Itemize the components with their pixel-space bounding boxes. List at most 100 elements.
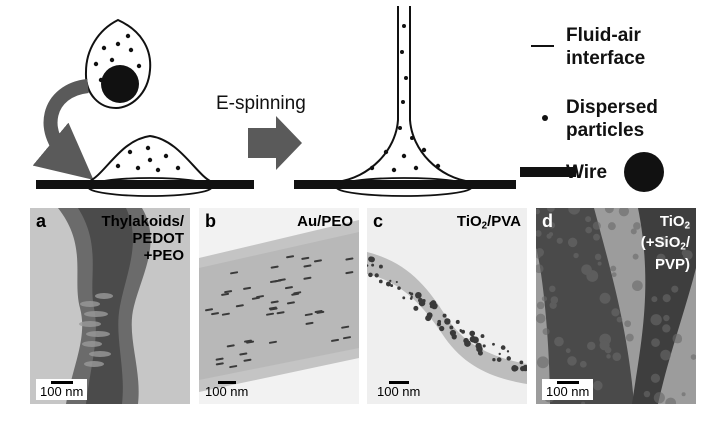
- fiber-texture: [660, 349, 671, 361]
- droplet-zoom: [84, 18, 152, 110]
- tio2-particle: [444, 318, 451, 325]
- au-nanorod: [316, 310, 325, 314]
- au-nanorod: [251, 296, 260, 300]
- au-nanorod: [286, 301, 295, 305]
- tio2-particle: [439, 325, 445, 332]
- tio2-particle: [469, 330, 476, 337]
- fiber-texture: [567, 237, 578, 248]
- au-nanorod: [229, 365, 238, 369]
- tio2-particle: [492, 342, 495, 346]
- fiber-texture: [587, 341, 596, 351]
- au-nanorod: [268, 306, 277, 310]
- au-nanorod: [246, 340, 255, 344]
- fiber-texture: [581, 264, 592, 275]
- tio2-particle: [417, 297, 423, 303]
- tio2-particle: [520, 365, 526, 372]
- fiber-texture: [585, 216, 592, 223]
- fiber-texture: [630, 228, 637, 235]
- fiber-texture: [624, 320, 632, 328]
- panel-a-micrograph: [30, 208, 190, 404]
- au-nanorod: [215, 357, 224, 361]
- fiber-texture: [632, 280, 643, 292]
- tio2-particle: [390, 284, 394, 287]
- legend-label-interface: Fluid-air interface: [566, 25, 646, 69]
- au-nanorod: [211, 312, 220, 316]
- fiber-texture: [536, 230, 542, 237]
- au-nanorod: [215, 362, 224, 366]
- fiber-texture: [610, 265, 617, 272]
- tio2-particle: [506, 350, 510, 353]
- fiber-texture: [657, 236, 668, 247]
- scale-bar-icon: [388, 381, 409, 384]
- electrospinning-schematic: [32, 6, 664, 197]
- tio2-particle: [385, 281, 391, 287]
- au-nanorod: [304, 313, 313, 317]
- fiber-texture: [673, 238, 678, 243]
- fiber-texture: [632, 253, 639, 260]
- fiber-texture: [653, 392, 665, 404]
- au-nanorod: [342, 336, 351, 340]
- au-nanorod: [270, 300, 279, 304]
- tio2-particle: [449, 325, 454, 330]
- curved-arrow-icon: [32, 79, 94, 180]
- tio2-particle: [461, 329, 466, 334]
- fiber-texture: [568, 208, 581, 215]
- au-nanorod: [205, 308, 214, 312]
- tio2-particle: [415, 291, 422, 299]
- fiber-texture: [604, 208, 614, 214]
- fiber-texture: [656, 253, 666, 263]
- fiber-texture: [581, 401, 586, 404]
- fiber-texture: [681, 392, 686, 397]
- fiber-texture: [593, 233, 600, 241]
- panel-b-micrograph: [199, 208, 359, 404]
- panel-d-micrograph: [536, 208, 696, 404]
- panel-d-letter: d: [542, 211, 553, 231]
- fiber-texture: [594, 253, 602, 261]
- scale-bar-icon: [556, 381, 579, 384]
- au-nanorod: [243, 286, 252, 290]
- fiber-texture: [597, 261, 602, 266]
- tio2-particle: [425, 315, 432, 322]
- au-nanorod: [230, 271, 239, 275]
- panel-c-scale: 100 nm: [373, 379, 424, 400]
- au-nanorod: [291, 292, 300, 296]
- tio2-particle: [447, 318, 450, 322]
- legend-label-wire: Wire: [566, 162, 608, 183]
- legend-label-particles: Dispersed particles: [566, 97, 658, 141]
- process-label: E-spinning: [216, 93, 306, 114]
- tio2-particle: [492, 358, 496, 362]
- au-nanorod: [284, 286, 293, 290]
- tio2-particle: [511, 365, 518, 372]
- au-nanorod: [270, 265, 279, 269]
- fiber-texture: [548, 232, 554, 237]
- fiber-texture: [567, 356, 577, 366]
- au-nanorod: [345, 271, 354, 275]
- au-nanorod: [256, 295, 265, 299]
- panel-d-scale: 100 nm: [542, 379, 594, 400]
- fiber-texture: [618, 208, 630, 217]
- legend-wire-bar-icon: [520, 167, 576, 177]
- fiber-texture: [554, 336, 564, 347]
- fiber-texture: [556, 237, 563, 244]
- tio2-particle: [369, 256, 375, 263]
- fiber-texture: [579, 360, 587, 368]
- fiber-texture: [663, 314, 670, 322]
- au-nanorod: [305, 321, 314, 325]
- au-nanorod: [345, 257, 354, 261]
- au-nanorod: [331, 338, 340, 342]
- panel-b-scale: 100 nm: [201, 379, 252, 400]
- fiber-texture: [633, 222, 641, 230]
- tio2-particle: [368, 272, 373, 278]
- tio2-particle: [378, 264, 383, 269]
- tio2-particle: [472, 336, 479, 344]
- tio2-particle: [367, 264, 369, 267]
- panel-c: c TiO2/PVA 100 nm: [367, 208, 527, 404]
- tio2-particle: [374, 273, 379, 278]
- au-nanorod: [266, 312, 275, 316]
- fiber-texture: [541, 296, 548, 302]
- fiber-texture: [546, 208, 555, 212]
- panel-c-letter: c: [373, 211, 384, 231]
- au-nanorod: [268, 340, 277, 344]
- au-nanorod: [341, 325, 350, 329]
- au-nanorod: [221, 312, 230, 316]
